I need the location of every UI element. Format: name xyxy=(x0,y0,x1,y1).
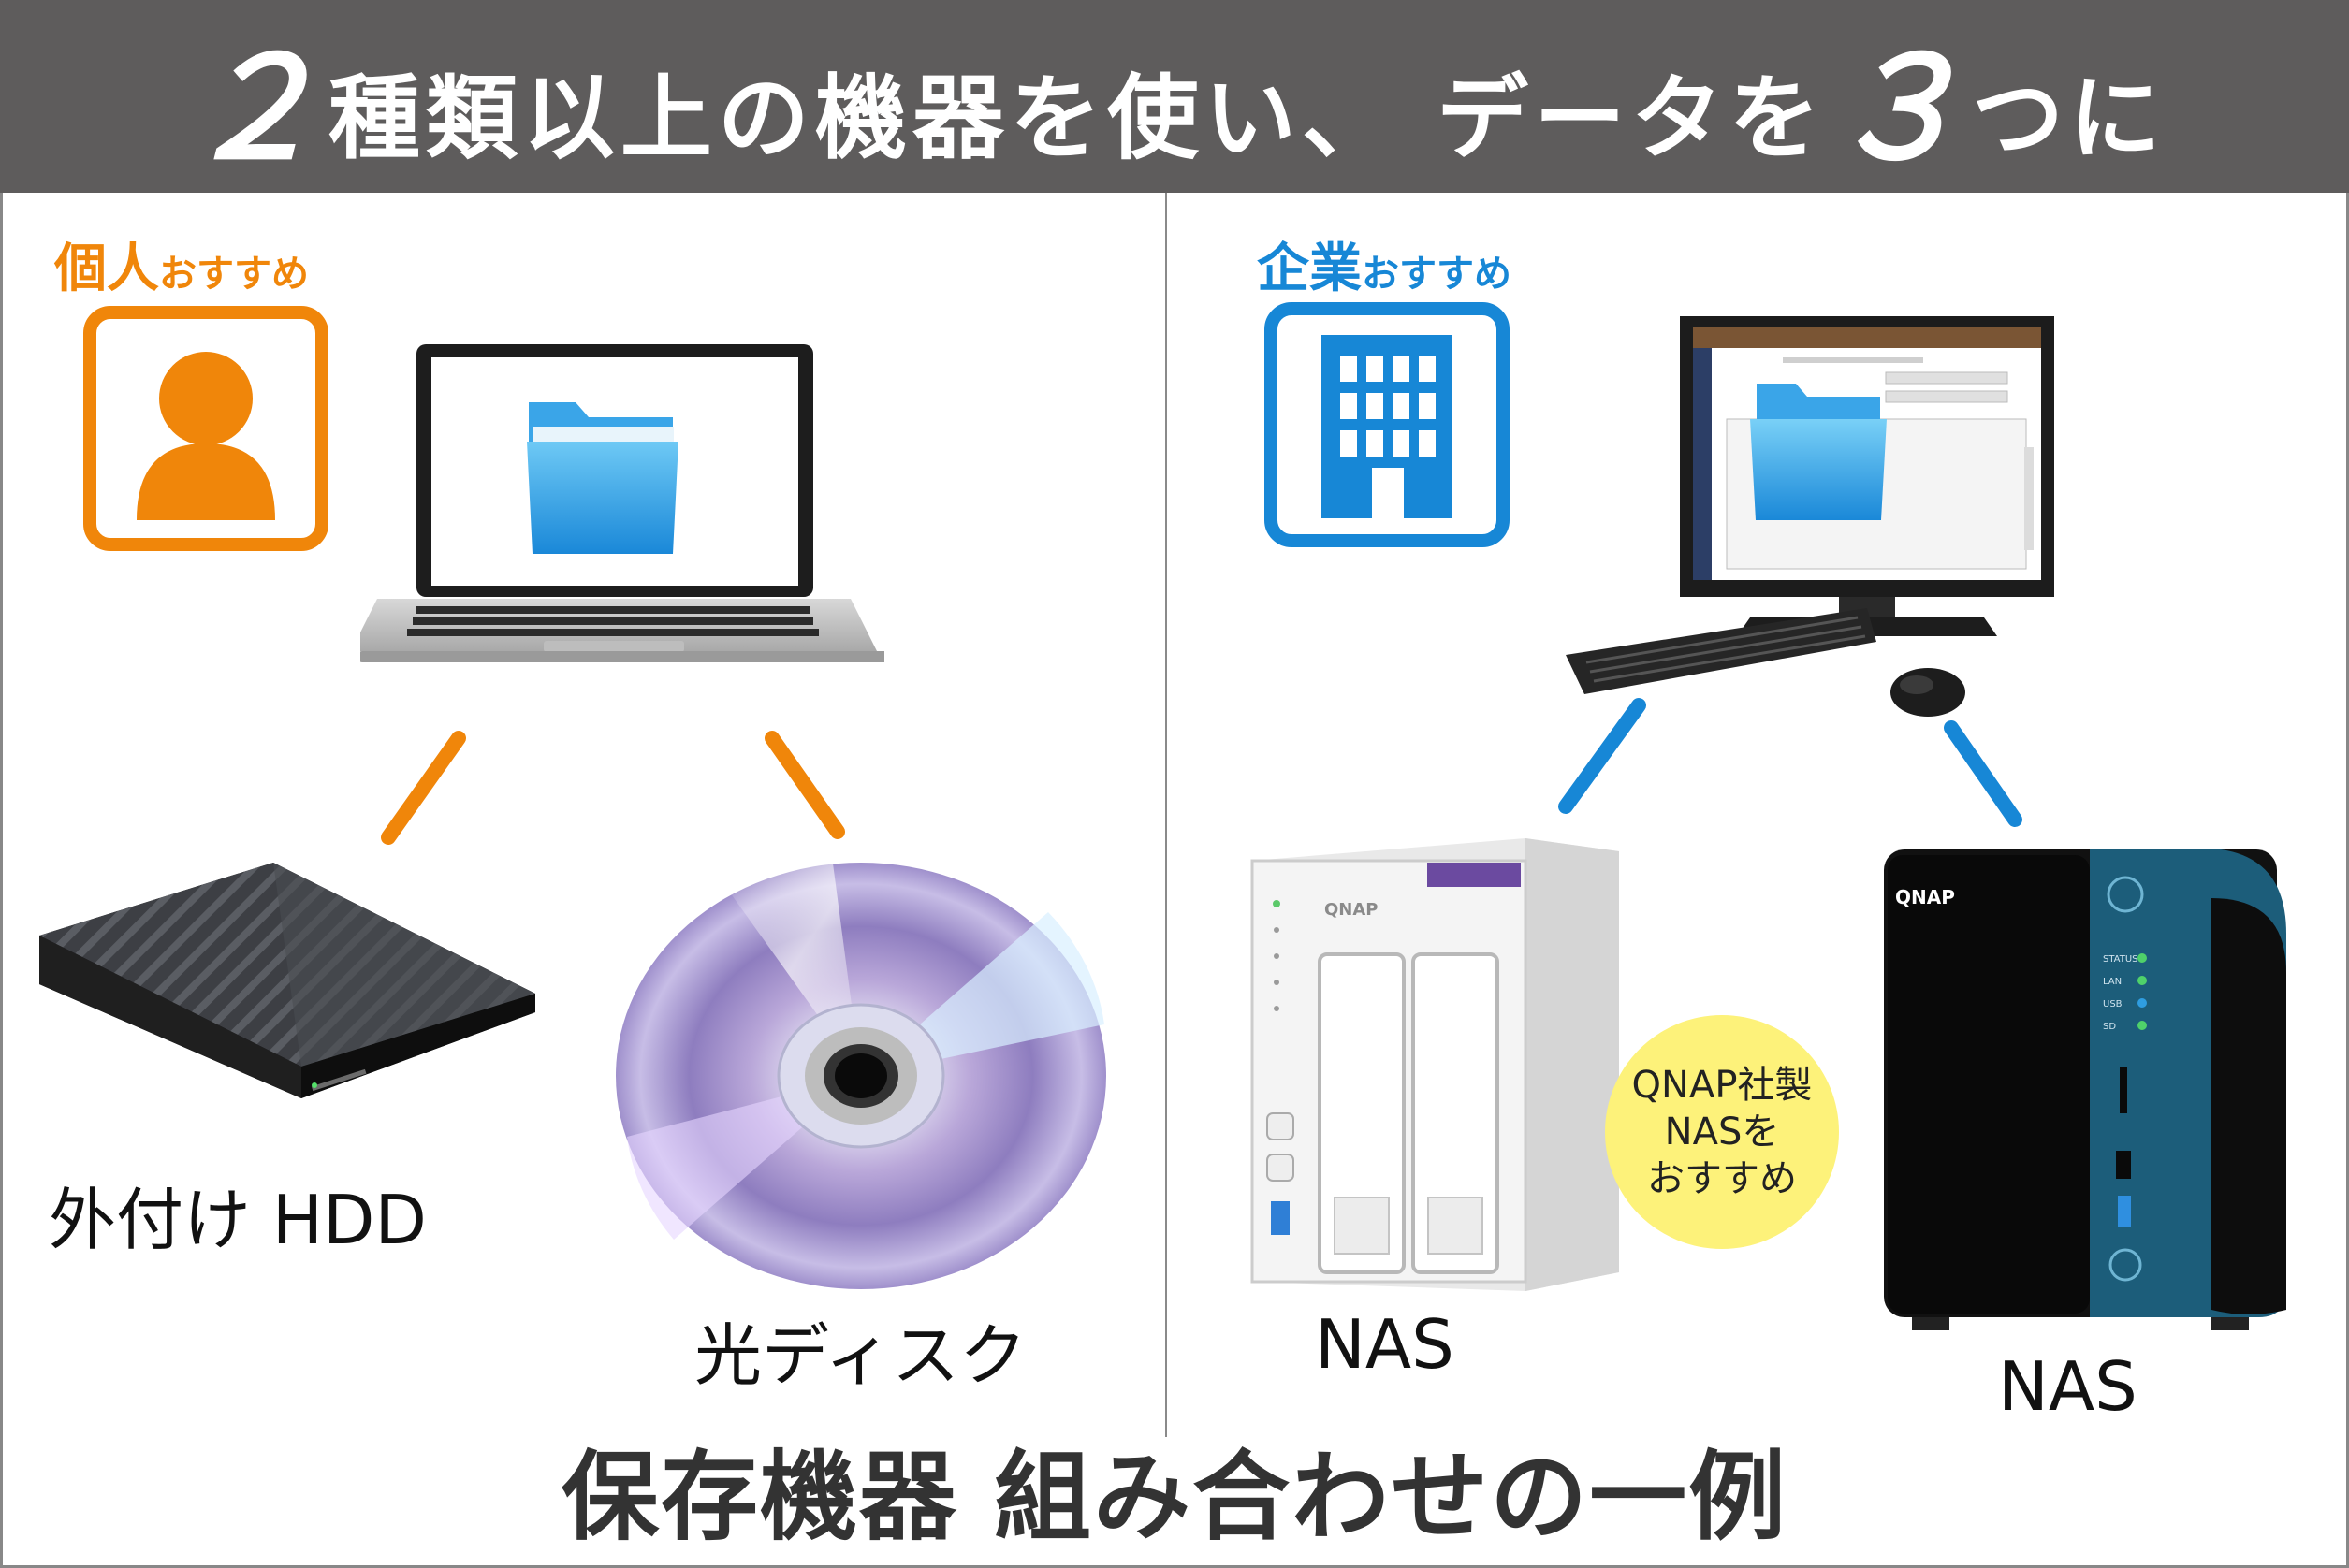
nas2-led-label-status: STATUS xyxy=(2103,954,2138,965)
nas2-brand-text: QNAP xyxy=(1895,886,1955,908)
banner-text-middle: 種類以上の機器を使い、 データを xyxy=(328,65,1827,172)
nas2-label: NAS xyxy=(1998,1347,2137,1426)
personal-tag-sub: おすすめ xyxy=(159,253,309,296)
banner-text-end: つに xyxy=(1972,65,2167,172)
hdd-label: 外付け HDD xyxy=(49,1181,427,1259)
banner-number-three: ３ xyxy=(1826,27,1973,191)
enterprise-tag-sub: おすすめ xyxy=(1362,253,1511,296)
nas1-image: QNAP xyxy=(1250,838,1619,1291)
nas1-label: NAS xyxy=(1315,1305,1454,1384)
recommendation-bubble: QNAP社製 NASを おすすめ xyxy=(1605,1015,1839,1249)
hdd-image xyxy=(39,863,535,1098)
disc-label: 光ディスク xyxy=(694,1316,1027,1395)
bubble-line2: NASを xyxy=(1664,1111,1780,1154)
nas1-brand-text: QNAP xyxy=(1324,900,1379,920)
building-icon xyxy=(1264,302,1510,547)
top-banner: ２種類以上の機器を使い、 データを３つに xyxy=(0,0,2349,193)
bubble-line1: QNAP社製 xyxy=(1631,1064,1813,1107)
nas2-led-label-sd: SD xyxy=(2103,1022,2116,1032)
enterprise-tag-main: 企業 xyxy=(1257,239,1362,299)
bubble-line3: おすすめ xyxy=(1647,1157,1797,1200)
enterprise-tag: 企業おすすめ xyxy=(1257,226,1511,302)
personal-connectors xyxy=(381,731,845,845)
personal-tag: 個人おすすめ xyxy=(54,226,309,302)
enterprise-connectors xyxy=(1558,698,2022,827)
banner-title: ２種類以上の機器を使い、 データを３つに xyxy=(182,0,2167,198)
person-icon xyxy=(83,306,328,551)
bottom-title: 保存機器 組み合わせの一例 xyxy=(561,1440,1788,1554)
center-divider xyxy=(1165,193,1167,1437)
nas2-led-label-usb: USB xyxy=(2103,999,2123,1009)
laptop-image xyxy=(360,344,884,662)
disc-image xyxy=(616,863,1106,1289)
nas2-image: QNAP STATUS LAN USB SD xyxy=(1884,849,2286,1330)
banner-number-two: ２ xyxy=(182,27,328,191)
desktop-image xyxy=(1566,316,2054,717)
nas2-led-label-lan: LAN xyxy=(2103,977,2122,987)
personal-tag-main: 個人 xyxy=(54,239,159,299)
